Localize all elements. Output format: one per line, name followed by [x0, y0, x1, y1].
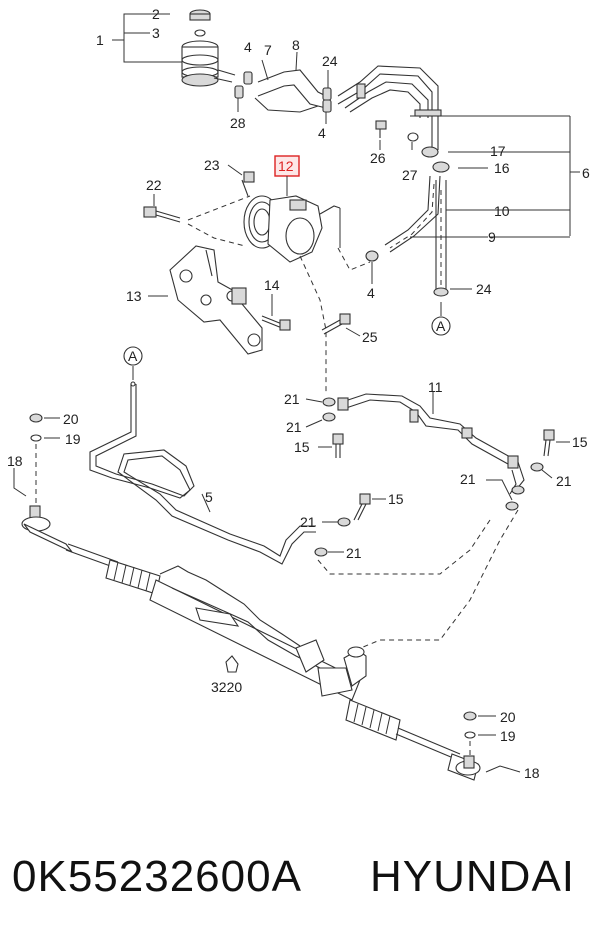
bolt-26 [375, 120, 387, 150]
steering-rack [65, 543, 461, 761]
callout-2: 2 [152, 6, 160, 22]
callout-21-d: 21 [556, 473, 572, 489]
callout-4-top: 4 [244, 39, 252, 55]
callout-24-top: 24 [322, 53, 338, 69]
callout-19-right: 19 [500, 728, 516, 744]
callout-18-left: 18 [7, 453, 23, 469]
nut-20-left [29, 413, 43, 423]
pump-bracket [169, 245, 263, 355]
callout-10: 10 [494, 203, 510, 219]
callout-15-a: 15 [294, 439, 310, 455]
return-tubes [337, 65, 580, 297]
washer-21e [337, 517, 351, 527]
callout-21-e: 21 [300, 514, 316, 530]
callout-12: 12 [278, 158, 294, 174]
callout-21-c: 21 [460, 471, 476, 487]
rack-pointer-3220 [225, 655, 239, 673]
callout-3: 3 [152, 25, 160, 41]
part-code-label: 0K55232600A [12, 852, 302, 901]
pressure-hose [337, 393, 525, 495]
callout-21-f: 21 [346, 545, 362, 561]
callout-3220: 3220 [211, 679, 242, 695]
callout-8: 8 [292, 37, 300, 53]
callout-15-c: 15 [572, 434, 588, 450]
washer-27 [407, 132, 419, 142]
connector-a-top: A [436, 318, 446, 334]
power-steering-pump [243, 195, 341, 263]
bolt-22 [143, 206, 181, 223]
connector-a-top-circle [431, 316, 451, 336]
callout-21-a: 21 [284, 391, 300, 407]
callout-25: 25 [362, 329, 378, 345]
callout-20-left: 20 [63, 411, 79, 427]
callout-16: 16 [494, 160, 510, 176]
callout-17: 17 [490, 143, 506, 159]
callout-18-right: 18 [524, 765, 540, 781]
callout-13: 13 [126, 288, 142, 304]
tie-rod-end-left [21, 505, 73, 553]
bolt-25 [321, 313, 351, 335]
connector-a-bottom: A [128, 348, 138, 364]
return-line-5 [89, 381, 316, 565]
brand-label: HYUNDAI [370, 852, 576, 901]
callout-26: 26 [370, 150, 386, 166]
callout-7: 7 [264, 42, 272, 58]
callout-23: 23 [204, 157, 220, 173]
washer-21b [322, 412, 336, 422]
washer-21c [505, 501, 519, 511]
bolt-15-c [543, 429, 555, 457]
bolt-15-b [353, 493, 371, 521]
callout-27: 27 [402, 167, 418, 183]
pin-19-right [464, 731, 476, 739]
callout-1: 1 [96, 32, 104, 48]
callout-9: 9 [488, 229, 496, 245]
callout-14: 14 [264, 277, 280, 293]
bolt-15-a [332, 433, 344, 458]
callout-21-b: 21 [286, 419, 302, 435]
callout-28: 28 [230, 115, 246, 131]
callout-20-right: 20 [500, 709, 516, 725]
callout-5: 5 [205, 489, 213, 505]
washer-21a [322, 397, 336, 407]
callout-15-b: 15 [388, 491, 404, 507]
nut-20-right [463, 711, 477, 721]
bolt-23 [241, 171, 255, 197]
suction-hose [234, 51, 332, 113]
washer-21d [530, 462, 544, 472]
callout-22: 22 [146, 177, 162, 193]
callout-4-mid: 4 [318, 125, 326, 141]
bolt-14 [261, 315, 291, 331]
pin-19-left [30, 434, 42, 442]
callout-19-left: 19 [65, 431, 81, 447]
connector-a-bottom-circle [123, 346, 143, 366]
washer-21f [314, 547, 328, 557]
callout-11: 11 [428, 379, 443, 395]
tie-rod-end-right [447, 753, 481, 781]
reservoir-assembly [112, 9, 236, 87]
callout-24-lower: 24 [476, 281, 492, 297]
callout-6: 6 [582, 165, 590, 181]
callout-4-low: 4 [367, 285, 375, 301]
